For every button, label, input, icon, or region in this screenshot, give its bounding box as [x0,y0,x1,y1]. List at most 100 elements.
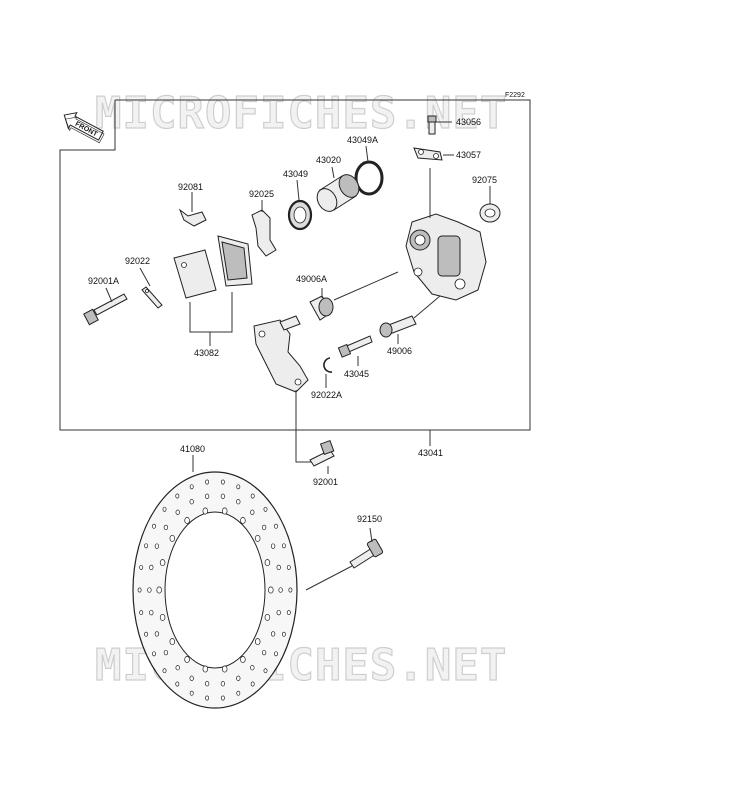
label-49006A: 49006A [296,274,327,284]
assembly-frame [59,99,531,431]
label-43056: 43056 [456,117,481,127]
pad-bracket-lines [189,292,233,346]
piston-icon [316,166,360,212]
disc-hole [162,668,167,674]
label-43049: 43049 [283,169,308,179]
disc-hole [236,690,241,696]
disc-hole [250,493,255,499]
disc-hole [152,651,156,657]
disc-hole [268,586,274,594]
disc-hole [220,681,226,687]
disc-hole [184,517,190,524]
disc-hole [184,656,190,663]
disc-hole [278,587,283,593]
label-92022: 92022 [125,256,150,266]
disc-hole [236,675,241,681]
pin-92022-icon [139,267,163,309]
label-49006: 49006 [387,346,412,356]
disc-hole [264,613,271,621]
boot-92075-icon [479,186,501,223]
seal-43049-icon [287,179,313,231]
disc-hole [276,564,281,571]
brake-pad-left-icon [173,249,217,299]
disc-hole [189,499,194,505]
disc-hole [286,564,291,570]
disc-hole [263,668,268,674]
disc-hole [270,631,276,637]
caliper-icon [405,168,487,301]
disc-bolt-icon [305,527,384,591]
label-43082: 43082 [194,348,219,358]
disc-hole [270,543,276,549]
disc-hole [175,665,180,671]
disc-hole [163,524,169,531]
disc-hole [149,564,154,571]
disc-hole [205,695,210,701]
disc-hole [236,484,241,490]
label-92150: 92150 [357,514,382,524]
bolt-43045-icon [337,335,373,366]
label-92001A: 92001A [88,276,119,286]
disc-hole [202,507,209,515]
pad-spring-icon [178,192,207,227]
disc-hole [163,649,169,656]
seal-ring-43049a-icon [354,145,384,196]
label-43049A: 43049A [347,135,378,145]
disc-hole [189,484,194,490]
disc-hole [169,534,176,542]
disc-hole [288,587,293,593]
label-43041: 43041 [418,448,443,458]
disc-hole [254,534,261,542]
label-92075: 92075 [472,175,497,185]
disc-hole [202,665,209,673]
disc-hole [169,638,176,646]
disc-hole [250,681,255,687]
watermark-top: MICROFICHES.NET [95,88,507,139]
disc-hole [250,509,255,515]
label-92081: 92081 [178,182,203,192]
label-43057: 43057 [456,150,481,160]
disc-hole [236,499,241,505]
disc-hole [221,507,228,515]
disc-hole [144,631,149,637]
disc-hole [264,559,271,567]
disc-hole [159,613,166,621]
disc-hole [220,695,225,701]
disc-hole [189,690,194,696]
label-92025: 92025 [249,189,274,199]
disc-hole [250,665,255,671]
disc-hole [205,479,210,485]
bolt-92001a-icon [83,287,128,326]
disc-hole [162,506,167,512]
disc-hole [274,523,278,529]
disc-hole [240,517,246,524]
bolt-92001-icon [309,439,335,474]
disc-hole [175,681,180,687]
disc-hole [281,631,286,637]
disc-hole [240,656,246,663]
caliper-bracket-icon [253,315,316,463]
disc-hole [254,638,261,646]
disc-hole [261,524,267,531]
disc-hole [175,493,180,499]
disc-hole [261,649,267,656]
disc-hole [147,587,152,593]
clip-92022a-icon [323,357,333,388]
disc-hole [204,493,210,499]
disc-hole [221,665,228,673]
disc-hole [286,610,291,616]
disc-hole [263,506,268,512]
disc-hole [152,523,156,529]
brake-disc-icon [132,455,298,709]
disc-hole [154,543,160,549]
disc-hole [189,675,194,681]
disc-hole [274,651,278,657]
label-41080: 41080 [180,444,205,454]
disc-hole [159,559,166,567]
disc-hole [220,493,226,499]
label-92022A: 92022A [311,390,342,400]
label-92001: 92001 [313,477,338,487]
diagram-code: F2292 [505,92,525,99]
label-43020: 43020 [316,155,341,165]
